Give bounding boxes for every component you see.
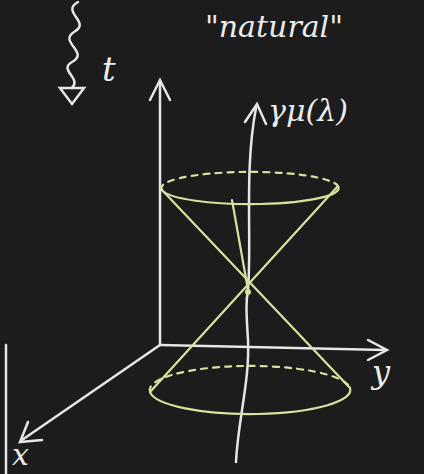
cone-edge	[162, 190, 350, 388]
t-axis	[159, 82, 162, 345]
x-axis	[22, 345, 160, 440]
wavy-arrowhead	[60, 88, 84, 104]
cone-edge	[150, 186, 338, 392]
t-arrowhead	[150, 80, 170, 100]
past-cone-rim	[150, 366, 350, 392]
wavy-arrow	[67, 2, 79, 88]
y-axis	[160, 345, 385, 350]
future-cone-rim	[161, 172, 338, 190]
axis-label: y	[372, 356, 390, 388]
worldline-arrowhead	[245, 104, 266, 124]
note-text: "natural"	[205, 12, 343, 42]
past-cone-rim-front	[150, 388, 350, 414]
future-cone-rim-front	[162, 186, 339, 204]
x-arrowhead	[20, 422, 42, 442]
event-point	[245, 289, 251, 295]
board-edge	[5, 345, 8, 474]
axis-label: x	[12, 440, 29, 470]
axis-label: t	[102, 52, 116, 86]
worldline-label: γμ(λ)	[268, 96, 348, 126]
cone-chalk-stroke	[232, 200, 248, 290]
